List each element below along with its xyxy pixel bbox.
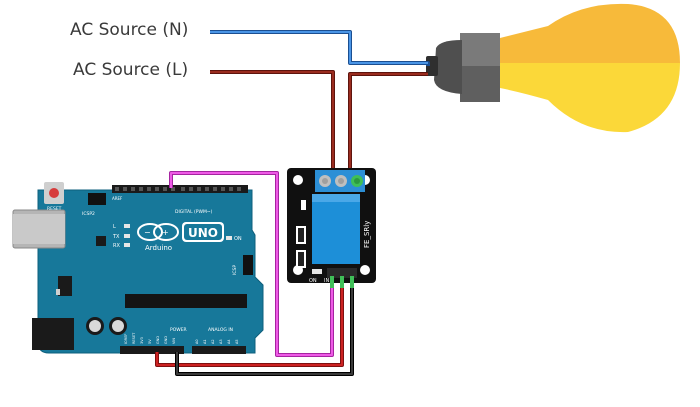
power-label: POWER xyxy=(170,327,187,333)
pin-label-a1: A1 xyxy=(203,339,207,344)
relay-on-label: ON xyxy=(309,278,317,284)
arduino-logo: − + xyxy=(137,223,179,241)
pin-label-gnd1: GND xyxy=(156,336,160,344)
pin-label-a3: A3 xyxy=(219,339,223,344)
pin-label-a2: A2 xyxy=(211,339,215,344)
arduino-brand-text: Arduino xyxy=(145,244,172,252)
atmega-chip xyxy=(125,294,247,308)
analog-header xyxy=(192,346,246,354)
live-wire-relay-to-bulb xyxy=(348,72,428,182)
digital-pwm-label: DIGITAL (PWM~) xyxy=(175,209,213,215)
relay-module-icon: FE_SRly ON IN xyxy=(287,168,376,288)
pin-label-a0: A0 xyxy=(195,339,199,344)
icsp-header xyxy=(243,255,253,275)
live-wire-to-relay xyxy=(210,70,335,180)
ac-wires xyxy=(210,30,430,182)
relay-in-label: IN xyxy=(324,278,329,284)
reset-label: RESET xyxy=(47,206,62,212)
uno-logo-text: UNO xyxy=(188,226,218,240)
light-bulb-icon xyxy=(426,3,680,133)
relay-on-led xyxy=(312,269,322,274)
relay-body xyxy=(312,194,360,264)
analog-in-label: ANALOG IN xyxy=(208,327,233,333)
bulb-contact xyxy=(426,56,438,76)
digital-header xyxy=(112,185,248,193)
pin-label-a5: A5 xyxy=(235,339,239,344)
on-led-label: ON xyxy=(234,236,242,242)
icsp2-header xyxy=(88,193,106,205)
pin-label-gnd2: GND xyxy=(164,336,168,344)
relay-pin-header xyxy=(327,268,357,278)
control-wires xyxy=(155,171,354,376)
icsp-label: ICSP xyxy=(232,265,238,275)
led-rx-label: RX xyxy=(113,243,120,249)
pin-label-ioref: IOREF xyxy=(124,334,128,344)
led-l-label: L xyxy=(113,224,116,230)
svg-text:+: + xyxy=(162,228,169,237)
dc-power-jack xyxy=(32,318,74,350)
pin-label-3v3: 3V3 xyxy=(140,337,144,344)
bulb-glass-bottom xyxy=(500,63,680,133)
pin-label-vin: VIN xyxy=(172,338,176,344)
ac-source-live-label: AC Source (L) xyxy=(73,60,189,80)
aref-label: AREF xyxy=(112,196,123,201)
svg-text:−: − xyxy=(144,228,151,237)
bulb-base-cap xyxy=(434,40,462,94)
ac-source-neutral-label: AC Source (N) xyxy=(70,20,189,40)
pin-label-reset: RESET xyxy=(132,332,136,344)
digital-pin-holes xyxy=(115,187,241,191)
icsp2-label: ICSP2 xyxy=(82,211,95,217)
pin-label-a4: A4 xyxy=(227,339,231,344)
bulb-glass-top xyxy=(500,3,680,63)
relay-model-label: FE_SRly xyxy=(363,221,371,248)
pin-label-5v: 5V xyxy=(148,339,152,344)
led-tx-label: TX xyxy=(112,234,120,240)
neutral-wire xyxy=(210,30,430,66)
power-header xyxy=(120,346,184,354)
arduino-uno-board-icon: RESET ICSP2 AREF DIGITAL (PWM~) xyxy=(12,182,264,354)
bulb-base-shadow xyxy=(460,66,500,102)
